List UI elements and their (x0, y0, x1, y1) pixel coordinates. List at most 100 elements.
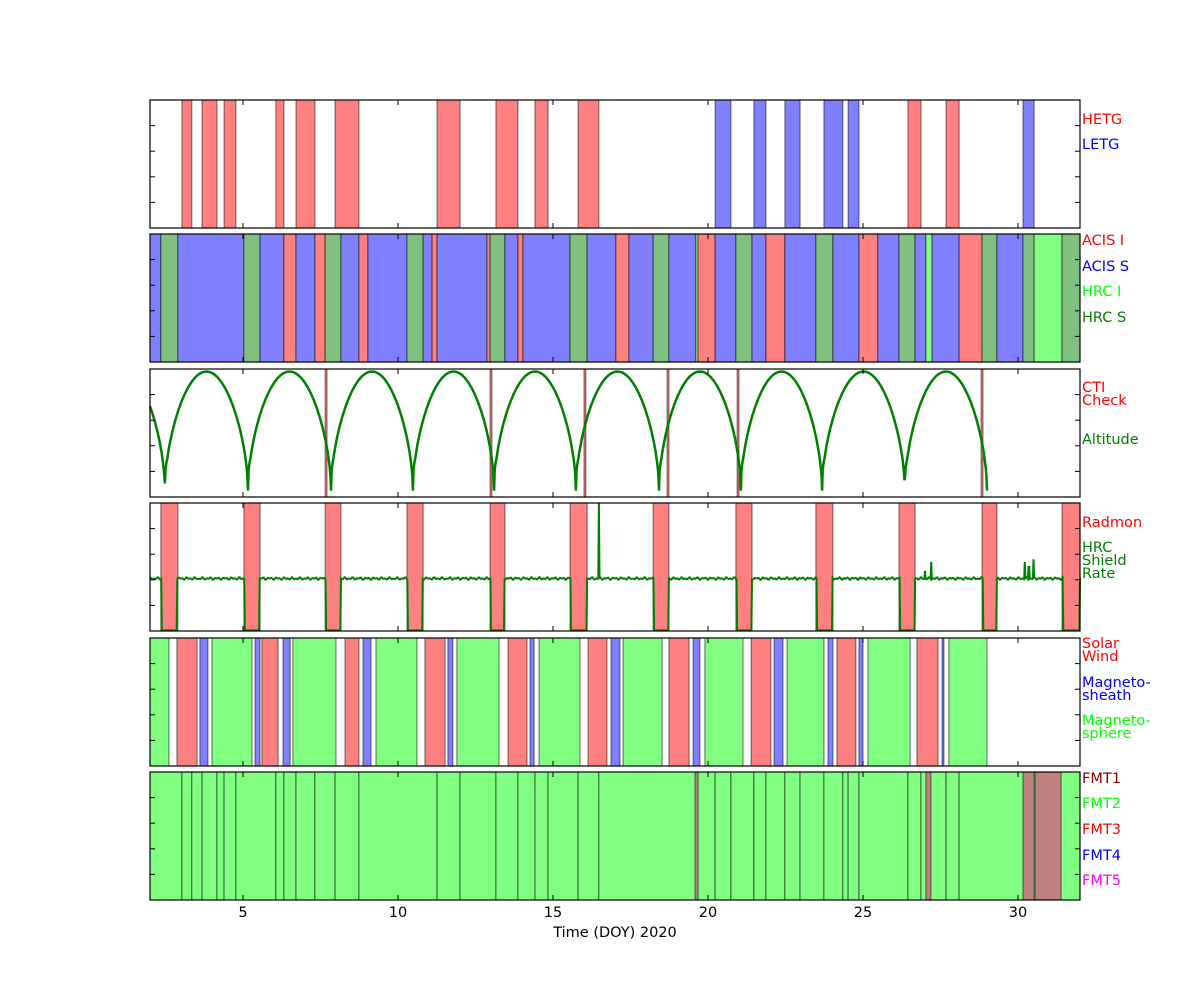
hetg-bar (436, 99, 461, 229)
environment-bar-wind (344, 637, 360, 767)
fmt2-bar (907, 771, 922, 901)
instrument-bar-acis-s (751, 233, 767, 363)
legend-label: Rate (1082, 566, 1116, 582)
fmt2-bar (753, 771, 767, 901)
fmt2-bar (858, 771, 909, 901)
radmon-bar (1061, 502, 1081, 632)
instrument-bar-hrc-i (1033, 233, 1063, 363)
instrument-bar-acis-s (784, 233, 817, 363)
hetg-bar (201, 99, 218, 229)
instrument-bar-acis-s (259, 233, 285, 363)
fmt2-bar (920, 771, 947, 901)
environment-bar-sphere (456, 637, 500, 767)
environment-bar-sheath (254, 637, 261, 767)
radmon-bar (981, 502, 998, 632)
instrument-bar-hrc-s (569, 233, 588, 363)
environment-bar-sheath (773, 637, 784, 767)
instrument-bar-hrc-s (981, 233, 998, 363)
environment-bar-sphere (704, 637, 744, 767)
fmt2-bar (547, 771, 579, 901)
instrument-bar-acis-s (931, 233, 960, 363)
x-tick-label: 25 (853, 905, 873, 921)
environment-bar-sphere (622, 637, 663, 767)
fmt2-bar (842, 771, 849, 901)
x-tick-label: 15 (543, 905, 563, 921)
radmon-bar (243, 502, 261, 632)
fmt1-bar (694, 771, 699, 901)
radmon-bar (652, 502, 670, 632)
instrument-bar-hrc-s (1061, 233, 1081, 363)
instrument-bar-acis-i (615, 233, 630, 363)
fmt2-bar (149, 771, 183, 901)
instrument-bar-acis-s (628, 233, 654, 363)
environment-bar-sphere (786, 637, 825, 767)
legend-label: Altitude (1082, 432, 1139, 448)
legend-label: FMT3 (1082, 822, 1121, 838)
instrument-bar-acis-s (367, 233, 408, 363)
legend-label: FMT5 (1082, 873, 1121, 889)
cti-check-bar (489, 368, 493, 498)
fmt2-bar (295, 771, 316, 901)
hetg-bar (577, 99, 600, 229)
environment-bar-sphere (292, 637, 337, 767)
environment-bar-wind (916, 637, 939, 767)
fmt2-bar (283, 771, 297, 901)
fmt2-bar (784, 771, 801, 901)
fmt2-bar (577, 771, 600, 901)
panel-frame (149, 637, 1081, 767)
panel-frame (149, 233, 1081, 363)
fmt2-bar (823, 771, 844, 901)
instrument-bar-acis-i (283, 233, 297, 363)
legend-label: ACIS S (1082, 259, 1130, 275)
instrument-bar-acis-s (668, 233, 697, 363)
fmt1-bar (925, 771, 932, 901)
hetg-bar (223, 99, 237, 229)
environment-bar-wind (261, 637, 279, 767)
legend-label: FMT4 (1082, 848, 1121, 864)
environment-bar-sheath (282, 637, 291, 767)
instrument-bar-hrc-s (243, 233, 261, 363)
instrument-bar-acis-s (914, 233, 927, 363)
environment-bar-sphere (149, 637, 170, 767)
environment-bar-wind (836, 637, 857, 767)
legend-label: Shield (1082, 553, 1127, 569)
fmt2-bar (181, 771, 193, 901)
legend-label: CTI (1082, 380, 1106, 396)
hetg-bar (945, 99, 960, 229)
fmt2-bar (191, 771, 203, 901)
legend-label: ACIS I (1082, 233, 1125, 249)
cti-check-bar (324, 368, 328, 498)
hetg-bar (295, 99, 316, 229)
fmt2-bar (436, 771, 461, 901)
fmt2-bar (517, 771, 536, 901)
x-axis-label: Time (DOY) 2020 (553, 925, 677, 941)
fmt2-bar (714, 771, 732, 901)
letg-bar (823, 99, 844, 229)
instrument-bar-acis-i (431, 233, 438, 363)
instrument-bar-acis-s (295, 233, 316, 363)
instrument-bar-acis-s (177, 233, 245, 363)
environment-bar-sphere (948, 637, 988, 767)
fmt2-bar (216, 771, 225, 901)
environment-bar-sheath (610, 637, 621, 767)
environment-bar-wind (587, 637, 608, 767)
fmt2-bar (358, 771, 438, 901)
environment-bar-wind (424, 637, 446, 767)
instrument-bar-acis-s (586, 233, 617, 363)
letg-bar (714, 99, 732, 229)
instrument-bar-acis-s (422, 233, 433, 363)
instrument-bar-acis-s (996, 233, 1024, 363)
environment-bar-sphere (375, 637, 418, 767)
fmt2-bar (314, 771, 336, 901)
legend-label: sphere (1082, 726, 1132, 742)
instrument-bar-acis-s (832, 233, 860, 363)
fmt2-bar (799, 771, 825, 901)
legend-label: sheath (1082, 688, 1132, 704)
instrument-bar-acis-s (340, 233, 360, 363)
cti-check-bar (980, 368, 984, 498)
instrument-bar-hrc-s (406, 233, 424, 363)
fmt2-bar (945, 771, 960, 901)
environment-bar-wind (750, 637, 772, 767)
hetg-bar (495, 99, 519, 229)
instrument-bar-acis-i (358, 233, 369, 363)
